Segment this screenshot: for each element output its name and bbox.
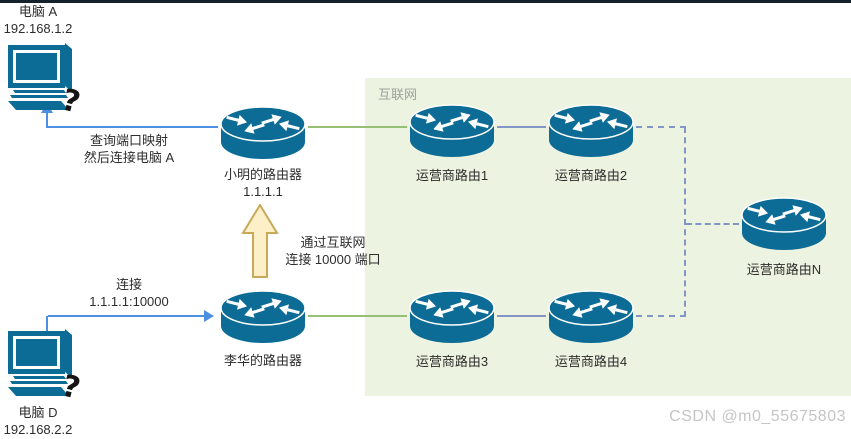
isp-router-n-label: 运营商路由N xyxy=(746,262,822,277)
computer-d-ip: 192.168.2.2 xyxy=(3,422,73,437)
router-xiaoming-icon xyxy=(218,104,308,162)
link-computer-d-vertical xyxy=(46,316,48,336)
dashed-link-isp4 xyxy=(636,315,686,317)
link-xiaoming-to-isp1 xyxy=(308,126,407,128)
dashed-link-vertical xyxy=(684,127,686,317)
dashed-link-isp2 xyxy=(636,126,686,128)
csdn-watermark: CSDN @m0_55675803 xyxy=(669,408,846,425)
computer-a-ip: 192.168.1.2 xyxy=(3,21,73,36)
computer-a-label: 电脑 A 192.168.1.2 xyxy=(0,3,86,37)
link-computer-d-to-lihua xyxy=(48,315,204,317)
internet-label: 互联网 xyxy=(378,87,418,102)
arrowhead-to-lihua-router-icon xyxy=(204,310,214,322)
annotation-connect-request: 连接 1.1.1.1:10000 xyxy=(50,276,208,310)
isp-router-4-label: 运营商路由4 xyxy=(554,354,628,369)
link-xiaoming-to-computer-a-vertical xyxy=(46,112,48,128)
link-isp1-to-isp2 xyxy=(497,126,546,128)
router-xiaoming-label: 小明的路由器 1.1.1.1 xyxy=(208,166,318,200)
computer-d-name: 电脑 D xyxy=(18,405,58,420)
big-up-arrow-icon xyxy=(241,204,279,278)
annotation-via-line1: 通过互联网 xyxy=(300,235,366,250)
annotation-connect-line1: 连接 xyxy=(115,277,142,292)
computer-a-icon xyxy=(6,42,88,112)
link-lihua-to-isp3 xyxy=(308,315,407,317)
isp-router-1-icon xyxy=(407,102,497,160)
isp-router-3-icon xyxy=(407,288,497,346)
annotation-connect-line2: 1.1.1.1:10000 xyxy=(89,294,169,309)
link-xiaoming-to-computer-a xyxy=(48,126,218,128)
isp-router-n-icon xyxy=(739,195,829,253)
computer-d-icon xyxy=(6,328,88,398)
router-xiaoming-ip: 1.1.1.1 xyxy=(243,184,283,199)
annotation-via-line2: 连接 10000 端口 xyxy=(285,252,381,267)
top-border xyxy=(0,0,851,3)
isp-router-4-icon xyxy=(546,288,636,346)
router-xiaoming-name: 小明的路由器 xyxy=(223,167,302,182)
computer-d-label: 电脑 D 192.168.2.2 xyxy=(0,404,86,438)
annotation-via-internet: 通过互联网 连接 10000 端口 xyxy=(272,234,394,268)
router-lihua-label: 李华的路由器 xyxy=(208,352,318,369)
router-lihua-icon xyxy=(218,288,308,346)
isp-router-3-label: 运营商路由3 xyxy=(415,354,489,369)
annotation-query-line1: 查询端口映射 xyxy=(89,133,168,148)
annotation-query-port-mapping: 查询端口映射 然后连接电脑 A xyxy=(50,132,208,166)
computer-a-name: 电脑 A xyxy=(18,4,58,19)
link-isp3-to-isp4 xyxy=(497,315,546,317)
annotation-query-line2: 然后连接电脑 A xyxy=(83,150,175,165)
isp-router-2-label: 运营商路由2 xyxy=(554,168,628,183)
router-lihua-name: 李华的路由器 xyxy=(223,353,302,368)
isp-router-1-label: 运营商路由1 xyxy=(415,168,489,183)
isp-router-2-icon xyxy=(546,102,636,160)
dashed-link-to-ispn xyxy=(686,223,739,225)
